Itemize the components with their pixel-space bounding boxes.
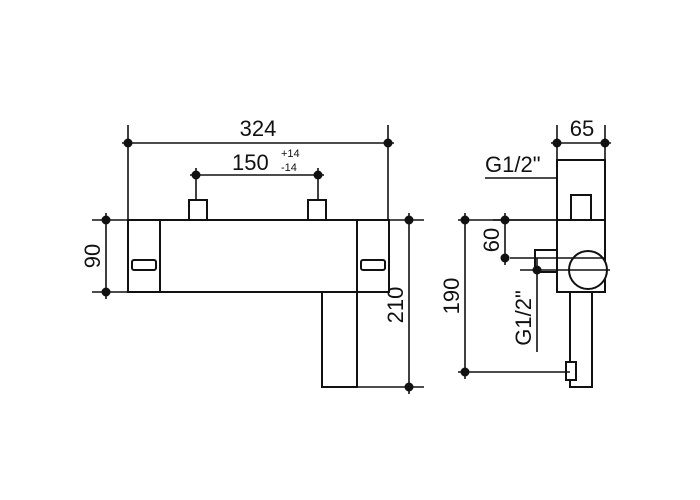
inlet-tolerance-plus: +14 [281, 148, 300, 160]
outlet-thread-label: G1/2" [511, 290, 536, 346]
mixer-body [159, 219, 358, 293]
left-end-cap [127, 219, 161, 293]
dimension-dot [404, 215, 414, 225]
outlet-height-dimension: 210 [357, 213, 424, 394]
inlet-height-label: 60 [479, 228, 504, 252]
dimension-dot [383, 138, 393, 148]
width-label: 324 [240, 116, 277, 141]
inlet-spacing-label: 150 [232, 150, 269, 175]
inlet-spacing-dimension: 150 +14 -14 [190, 148, 324, 200]
inlet-tolerance-minus: -14 [281, 162, 297, 174]
height-dimension: 90 [80, 213, 160, 299]
outlet-thread-callout: G1/2" [511, 258, 610, 352]
side-outlet-height-label: 190 [439, 278, 464, 315]
depth-label: 65 [570, 116, 594, 141]
hot-inlet-stub [188, 199, 208, 221]
dimension-dot [191, 170, 201, 180]
height-label: 90 [80, 244, 105, 268]
left-handle-mark [131, 259, 157, 271]
right-handle-mark [360, 259, 386, 271]
width-dimension: 324 [122, 116, 394, 222]
dimension-dot [404, 382, 414, 392]
inlet-fitting [570, 194, 592, 221]
dimension-dot [460, 215, 470, 225]
dimension-dot [101, 287, 111, 297]
side-view: 65 G1/2" 60 [439, 116, 611, 388]
dimension-dot [460, 367, 470, 377]
cold-inlet-stub [307, 199, 327, 221]
outlet-pipe [321, 291, 358, 388]
dimension-dot [600, 138, 610, 148]
inlet-thread-label: G1/2" [485, 152, 541, 177]
outlet-height-label: 210 [383, 287, 408, 324]
front-view: 324 150 +14 -14 [80, 116, 424, 394]
outlet-nut [565, 361, 577, 381]
dimension-dot [123, 138, 133, 148]
dimension-dot [532, 265, 542, 275]
dimension-dot [500, 253, 510, 263]
dimension-dot [313, 170, 323, 180]
dimension-dot [101, 215, 111, 225]
side-outlet-height-dimension: 190 [439, 213, 570, 379]
dimension-dot [552, 138, 562, 148]
right-end-cap [356, 219, 390, 293]
